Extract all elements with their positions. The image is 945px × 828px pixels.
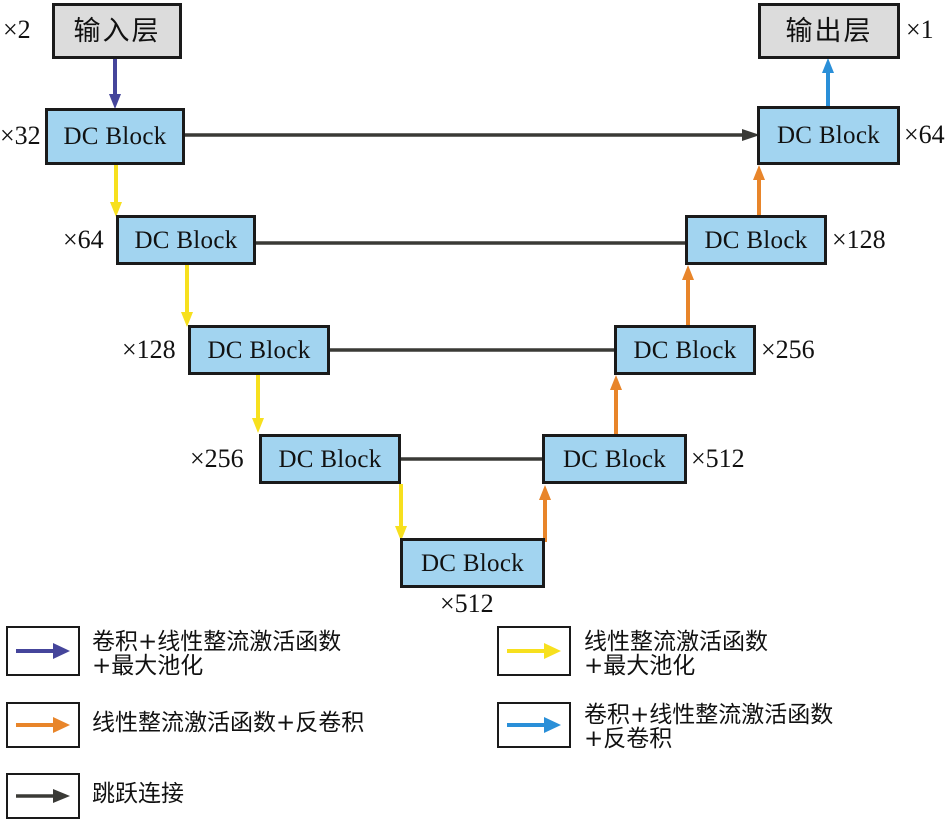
encoder-block-4[interactable]: DC Block (259, 434, 401, 484)
skip-arrow-enc1-to-dec1 (183, 128, 761, 142)
legend-swatch-conv-relu-maxpool (6, 626, 80, 676)
arrow-dec1-to-output (821, 58, 835, 110)
legend-label-conv-relu-deconv: 卷积+线性整流激活函数 +反卷积 (584, 702, 834, 753)
decoder-block-2-multiplier: ×128 (832, 225, 886, 254)
encoder-block-3[interactable]: DC Block (188, 325, 330, 375)
encoder-block-2-multiplier: ×64 (63, 225, 104, 254)
decoder-block-1[interactable]: DC Block (757, 106, 900, 165)
encoder-block-1[interactable]: DC Block (45, 108, 185, 165)
legend-swatch-relu-deconv (6, 702, 80, 748)
legend-swatch-skip-connection (6, 773, 80, 819)
decoder-block-1-multiplier: ×64 (904, 120, 945, 149)
encoder-block-3-multiplier: ×128 (122, 335, 176, 364)
legend-label-relu-deconv: 线性整流激活函数+反卷积 (92, 710, 365, 736)
arrow-enc3-to-enc4 (251, 374, 265, 434)
decoder-block-4-multiplier: ×512 (691, 444, 745, 473)
arrow-enc1-to-enc2 (109, 164, 123, 218)
output-layer-multiplier: ×1 (906, 15, 934, 44)
arrow-input-to-enc1 (108, 58, 122, 110)
output-layer-block[interactable]: 输出层 (758, 3, 900, 59)
arrow-dec4-to-dec3 (609, 374, 623, 434)
block-label: DC Block (134, 226, 238, 254)
encoder-block-1-multiplier: ×32 (0, 121, 41, 150)
legend-label-conv-relu-maxpool: 卷积+线性整流激活函数 +最大池化 (92, 629, 342, 680)
bottleneck-block[interactable]: DC Block (400, 538, 545, 588)
block-label: DC Block (207, 336, 311, 364)
arrow-dec3-to-dec2 (681, 264, 695, 328)
block-label: DC Block (704, 226, 808, 254)
legend-swatch-relu-maxpool (497, 626, 571, 676)
arrow-bottom-to-dec4 (538, 484, 552, 542)
arrow-dec2-to-dec1 (752, 164, 766, 218)
arrow-enc2-to-enc3 (180, 264, 194, 328)
arrow-enc4-to-bottom (394, 484, 408, 542)
input-layer-label: 输入层 (73, 15, 161, 47)
decoder-block-2[interactable]: DC Block (685, 215, 827, 265)
input-layer-multiplier: ×2 (3, 15, 31, 44)
block-label: DC Block (420, 549, 525, 577)
block-label: DC Block (562, 445, 667, 473)
block-label: DC Block (63, 123, 167, 150)
block-label: DC Block (633, 336, 737, 364)
legend-label-relu-maxpool: 线性整流激活函数 +最大池化 (584, 629, 768, 680)
encoder-block-4-multiplier: ×256 (190, 444, 244, 473)
block-label: DC Block (278, 445, 382, 473)
encoder-block-2[interactable]: DC Block (116, 215, 256, 265)
legend-label-skip-connection: 跳跃连接 (92, 781, 184, 807)
decoder-block-3-multiplier: ×256 (761, 335, 815, 364)
bottleneck-block-multiplier: ×512 (440, 589, 494, 618)
input-layer-block[interactable]: 输入层 (52, 3, 182, 59)
legend-swatch-conv-relu-deconv (497, 702, 571, 748)
decoder-block-3[interactable]: DC Block (614, 325, 756, 375)
output-layer-label: 输出层 (785, 15, 873, 47)
block-label: DC Block (776, 122, 881, 149)
decoder-block-4[interactable]: DC Block (542, 434, 687, 484)
